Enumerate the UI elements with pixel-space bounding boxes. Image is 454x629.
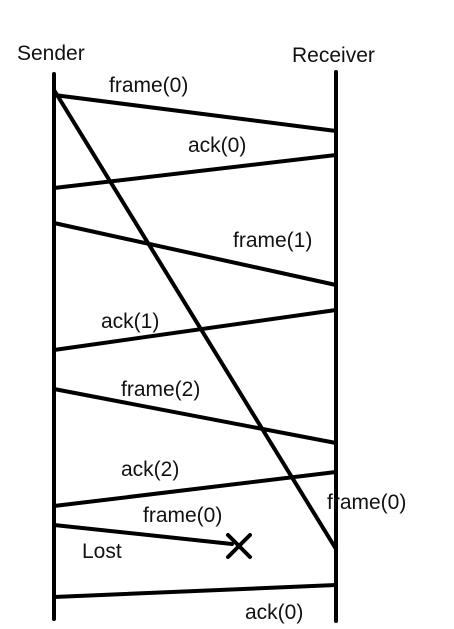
- label-ack1: ack(1): [101, 310, 159, 333]
- receiver-title: Receiver: [292, 44, 375, 67]
- message-ack0-line: [52, 153, 338, 190]
- message-frame0-line: [52, 93, 338, 133]
- label-frame1: frame(1): [233, 229, 312, 252]
- label-frame2: frame(2): [121, 378, 200, 401]
- x-mark-icon: [226, 533, 252, 559]
- label-ack0: ack(0): [188, 134, 246, 157]
- sender-title: Sender: [17, 42, 85, 65]
- label-frame0-delayed: frame(0): [327, 491, 406, 514]
- message-ack1-line: [52, 308, 338, 352]
- label-frame0: frame(0): [109, 74, 188, 97]
- message-ack0-final-line: [52, 583, 338, 599]
- label-ack2: ack(2): [121, 458, 179, 481]
- message-frame2-line: [52, 387, 338, 445]
- message-frame1-line: [52, 221, 338, 287]
- message-frame0-lost-line: [52, 523, 234, 546]
- label-frame0-lost: frame(0): [143, 504, 222, 527]
- message-frame0-delayed-line: [52, 88, 338, 551]
- label-ack0-final: ack(0): [245, 601, 303, 624]
- label-lost: Lost: [82, 540, 122, 563]
- message-ack2-line: [52, 470, 338, 508]
